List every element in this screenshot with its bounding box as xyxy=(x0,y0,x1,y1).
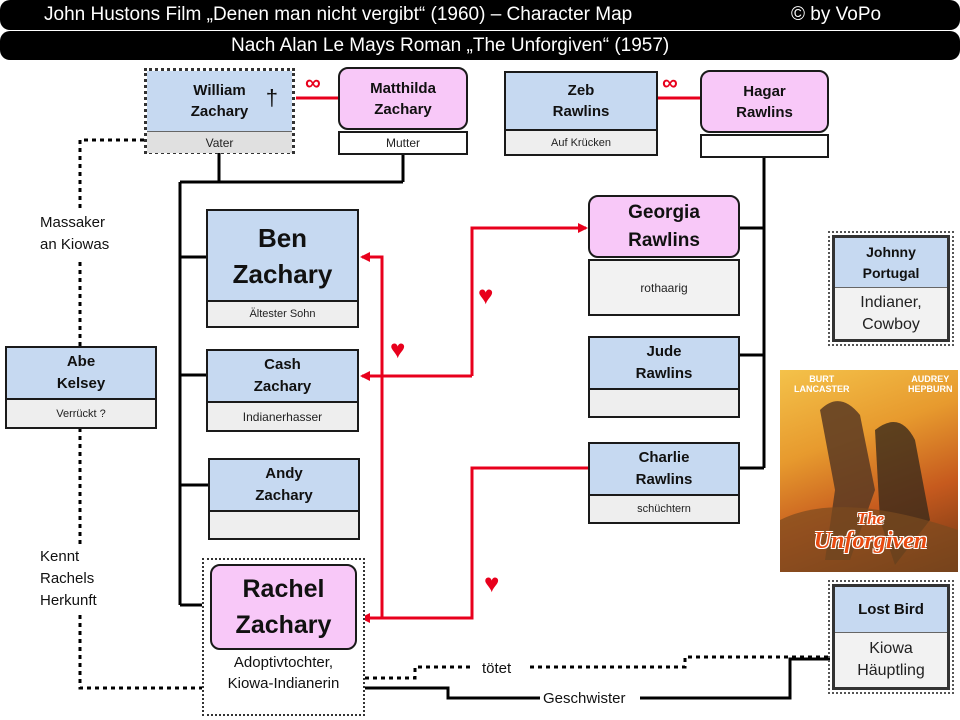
poster-text: Unforgiven xyxy=(813,528,928,554)
character-surname: Rawlins xyxy=(736,103,793,121)
character-desc: rothaarig xyxy=(588,259,740,316)
character-surname: Zachary xyxy=(190,103,249,120)
rawlins-family-lines xyxy=(740,157,766,470)
character-georgia-rawlins[interactable]: Georgia Rawlins rothaarig xyxy=(588,195,740,316)
character-desc: Ältester Sohn xyxy=(206,302,359,328)
character-name: Ben xyxy=(257,222,308,253)
character-desc xyxy=(588,390,740,418)
character-name: William xyxy=(193,82,246,99)
character-name: Lost Bird xyxy=(858,601,924,618)
character-desc: Indianer, xyxy=(860,293,922,311)
poster-text: BURT xyxy=(809,374,835,384)
character-rachel-zachary[interactable]: Rachel Zachary Adoptivtochter, Kiowa-Ind… xyxy=(202,558,365,716)
heart-icon: ♥ xyxy=(390,334,406,364)
character-cash-zachary[interactable]: Cash Zachary Indianerhasser xyxy=(206,349,359,432)
character-desc xyxy=(208,512,360,540)
poster-figures xyxy=(780,401,958,572)
character-lost-bird[interactable]: Lost Bird Kiowa Häuptling xyxy=(828,580,954,694)
love-lines xyxy=(360,223,588,623)
header-subtitle: Nach Alan Le Mays Roman „The Unforgiven“… xyxy=(231,35,670,56)
poster-actor1: BURT LANCASTER xyxy=(794,374,850,394)
character-desc xyxy=(700,134,829,158)
cross-icon: † xyxy=(265,85,278,110)
character-desc: Kiowa xyxy=(869,640,913,657)
kennt-herkunft-label: Kennt Rachels Herkunft xyxy=(40,546,97,612)
label-line: Herkunft xyxy=(40,592,97,609)
character-abe-kelsey[interactable]: Abe Kelsey Verrückt ? xyxy=(5,346,157,429)
heart-icon: ♥ xyxy=(478,280,494,310)
siblings-line-right xyxy=(640,657,830,700)
character-surname: Rawlins xyxy=(628,229,700,251)
character-desc: Indianerhasser xyxy=(206,403,359,432)
header-title: John Hustons Film „Denen man nicht vergi… xyxy=(44,4,633,25)
header-bar-subtitle: Nach Alan Le Mays Roman „The Unforgiven“… xyxy=(0,31,960,60)
character-charlie-rawlins[interactable]: Charlie Rawlins schüchtern xyxy=(588,442,740,524)
movie-poster-image: BURT LANCASTER AUDREY HEPBURN The Unforg… xyxy=(780,370,958,572)
character-surname: Rawlins xyxy=(635,471,693,488)
character-william-zachary[interactable]: William Zachary † Vater xyxy=(144,68,295,154)
header-bar-title: John Hustons Film „Denen man nicht vergi… xyxy=(0,0,960,30)
character-surname: Zachary xyxy=(255,487,313,504)
character-desc: Adoptivtochter, xyxy=(233,654,334,671)
character-surname: Zachary xyxy=(253,378,312,395)
kills-line xyxy=(365,665,472,680)
character-jude-rawlins[interactable]: Jude Rawlins xyxy=(588,336,740,418)
character-ben-zachary[interactable]: Ben Zachary Ältester Sohn xyxy=(206,209,359,328)
character-surname: Kelsey xyxy=(56,375,106,392)
character-surname: Zachary xyxy=(232,258,333,289)
character-hagar-rawlins[interactable]: Hagar Rawlins xyxy=(700,70,829,158)
marriage-ring-icon: ∞ xyxy=(305,70,321,95)
zachary-family-lines xyxy=(178,152,405,607)
character-surname: Zachary xyxy=(235,611,332,639)
poster-text: AUDREY xyxy=(911,374,950,384)
character-name: Jude xyxy=(646,343,682,360)
character-name: Charlie xyxy=(638,449,690,466)
character-desc: Kiowa-Indianerin xyxy=(227,675,340,692)
poster-text: The xyxy=(856,509,885,528)
character-surname: Rawlins xyxy=(552,103,610,120)
kills-line-right xyxy=(530,655,830,669)
character-name: Johnny xyxy=(866,243,916,260)
character-desc: Cowboy xyxy=(862,315,920,333)
character-desc: Mutter xyxy=(338,131,468,155)
heart-icon: ♥ xyxy=(484,568,500,598)
massaker-dotted-line xyxy=(78,138,144,210)
character-name: Cash xyxy=(264,356,301,373)
label-line: an Kiowas xyxy=(40,236,110,253)
character-name: Matthilda xyxy=(370,79,436,97)
poster-actor2: AUDREY HEPBURN xyxy=(908,374,953,394)
poster-text: HEPBURN xyxy=(908,384,953,394)
label-line: Rachels xyxy=(40,570,95,587)
toetet-label: tötet xyxy=(482,660,512,677)
character-desc: Verrückt ? xyxy=(5,400,157,429)
character-name: Zeb xyxy=(567,82,595,99)
character-desc: Vater xyxy=(147,131,292,153)
siblings-line xyxy=(365,686,540,700)
massaker-label: Massaker an Kiowas xyxy=(40,212,109,256)
marriage-ring-icon: ∞ xyxy=(662,70,678,95)
label-line: Massaker xyxy=(40,214,106,231)
character-desc: schüchtern xyxy=(588,496,740,524)
header-credit: © by VoPo xyxy=(791,4,882,25)
kennt-dotted-line-lower xyxy=(78,615,210,690)
label-line: Kennt xyxy=(40,548,80,565)
character-zeb-rawlins[interactable]: Zeb Rawlins Auf Krücken xyxy=(504,71,658,156)
character-name: Abe xyxy=(66,353,96,370)
character-surname: Rawlins xyxy=(635,365,693,382)
character-surname: Portugal xyxy=(862,264,920,281)
character-surname: Zachary xyxy=(374,100,432,118)
character-matthilda-zachary[interactable]: Matthilda Zachary Mutter xyxy=(338,67,468,155)
character-andy-zachary[interactable]: Andy Zachary xyxy=(208,458,360,540)
character-desc: Häuptling xyxy=(857,662,925,679)
poster-title: The Unforgiven xyxy=(788,509,953,555)
character-name: Andy xyxy=(265,465,303,482)
character-johnny-portugal[interactable]: Johnny Portugal Indianer, Cowboy xyxy=(828,231,954,346)
character-name: Georgia xyxy=(628,201,700,223)
character-desc: Auf Krücken xyxy=(504,131,658,156)
character-name: Rachel xyxy=(242,575,325,603)
poster-text: LANCASTER xyxy=(794,384,850,394)
geschwister-label: Geschwister xyxy=(543,690,626,707)
character-name: Hagar xyxy=(743,82,786,100)
